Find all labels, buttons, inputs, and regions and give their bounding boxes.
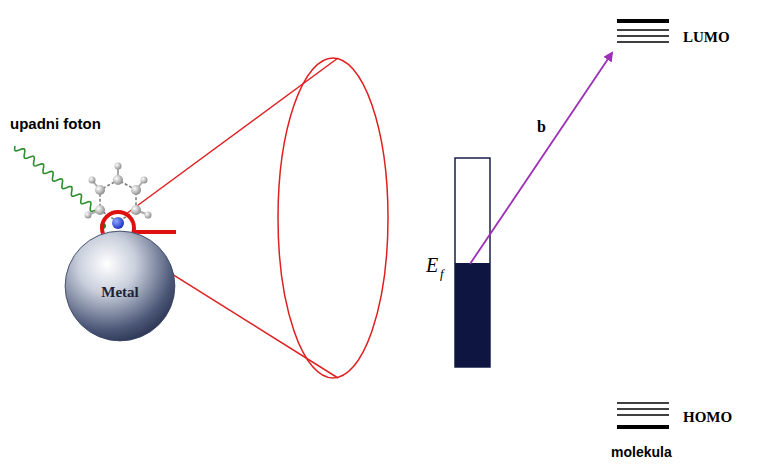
homo-label: HOMO — [683, 409, 732, 426]
transition-label: b — [537, 118, 546, 136]
photon-label: upadni foton — [10, 115, 101, 132]
photon-wave — [15, 146, 101, 214]
band-bar — [455, 158, 490, 367]
node-label: Metal — [64, 284, 176, 301]
fermi-subscript: f — [440, 266, 444, 282]
cone-line — [126, 58, 338, 214]
homo-levels — [617, 403, 669, 429]
fermi-label: E — [426, 254, 438, 277]
molecule — [85, 163, 152, 230]
lumo-label: LUMO — [683, 29, 730, 46]
molecule-label: molekula — [611, 444, 672, 460]
focus-handle — [134, 230, 176, 234]
metal-sphere: Metal — [64, 230, 176, 342]
lumo-levels — [617, 19, 669, 42]
transition-arrow — [470, 53, 612, 264]
zoom-ellipse — [278, 58, 388, 378]
filled-band — [455, 263, 490, 367]
